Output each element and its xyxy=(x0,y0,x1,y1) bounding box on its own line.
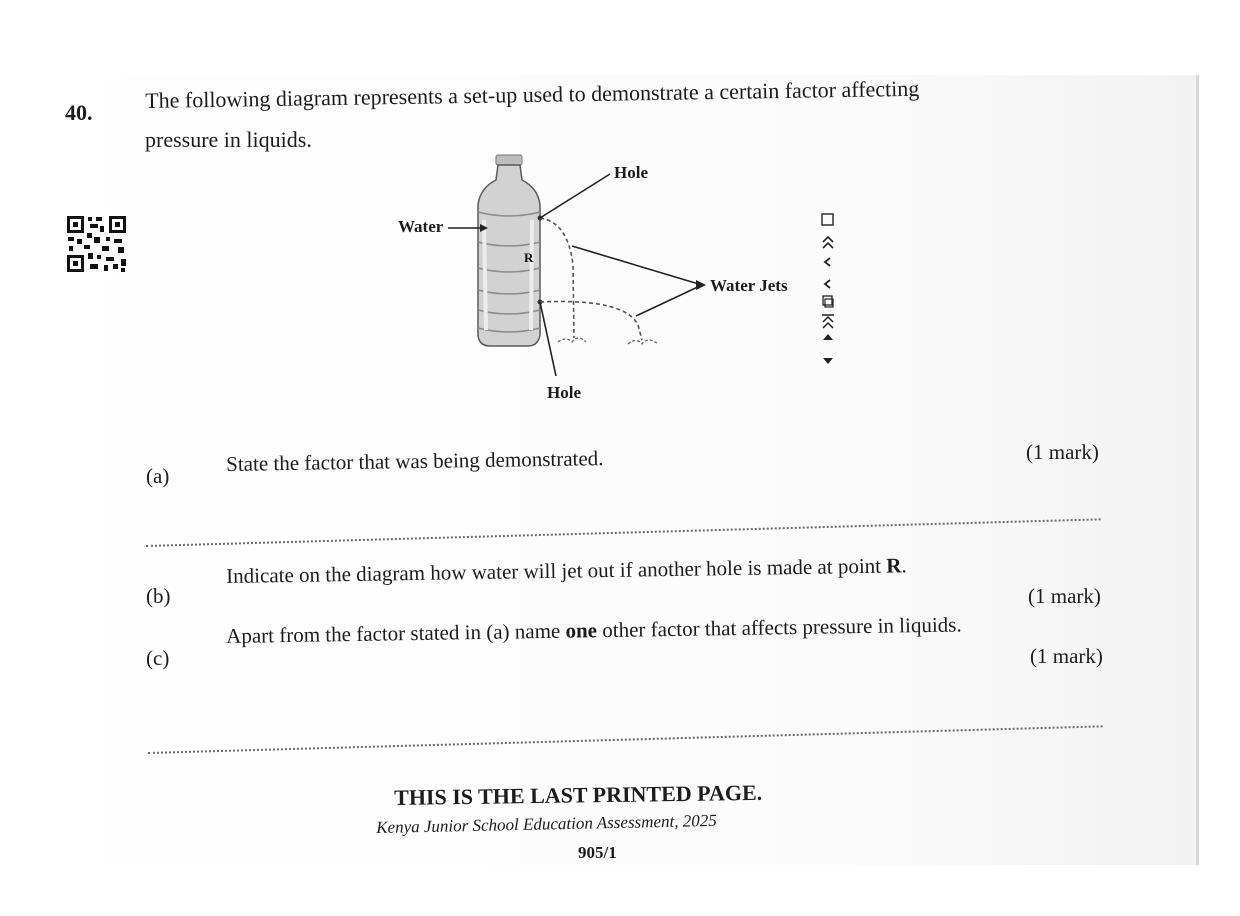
question-number: 40. xyxy=(65,100,93,125)
leader-jet-lower xyxy=(635,284,703,317)
part-b-marks: (1 mark) xyxy=(1028,584,1101,608)
label-water: Water xyxy=(398,217,444,236)
part-b-label: (b) xyxy=(146,584,171,608)
label-point-r: R xyxy=(524,250,534,265)
qr-code-icon xyxy=(66,215,128,273)
arrow-water-jets-icon xyxy=(696,280,706,290)
water-jet-lower xyxy=(539,300,643,341)
label-hole-top: Hole xyxy=(614,163,648,182)
label-water-jets: Water Jets xyxy=(710,276,788,295)
splash-upper xyxy=(557,337,587,343)
paper-sheet xyxy=(30,75,1198,865)
paper-edge xyxy=(1196,75,1199,865)
paper-code: 905/1 xyxy=(578,843,617,862)
bottle-diagram: Hole Water R Water Jets Hole xyxy=(398,154,788,402)
water-jet-upper xyxy=(539,217,575,339)
splash-lower xyxy=(627,339,659,346)
last-page-notice: THIS IS THE LAST PRINTED PAGE. xyxy=(394,779,763,810)
answer-marker-icons xyxy=(821,213,834,364)
part-c-label: (c) xyxy=(146,646,170,670)
label-hole-bottom: Hole xyxy=(547,383,581,402)
part-a-label: (a) xyxy=(146,464,170,488)
bottle xyxy=(477,154,543,347)
arrow-water-icon xyxy=(480,224,488,232)
leader-jet-upper xyxy=(571,245,703,286)
part-c-marks: (1 mark) xyxy=(1030,644,1103,668)
part-a-marks: (1 mark) xyxy=(1026,440,1099,464)
leader-hole-top xyxy=(539,173,611,219)
leader-hole-bottom xyxy=(539,301,557,377)
question-stem-line-2: pressure in liquids. xyxy=(145,127,312,152)
